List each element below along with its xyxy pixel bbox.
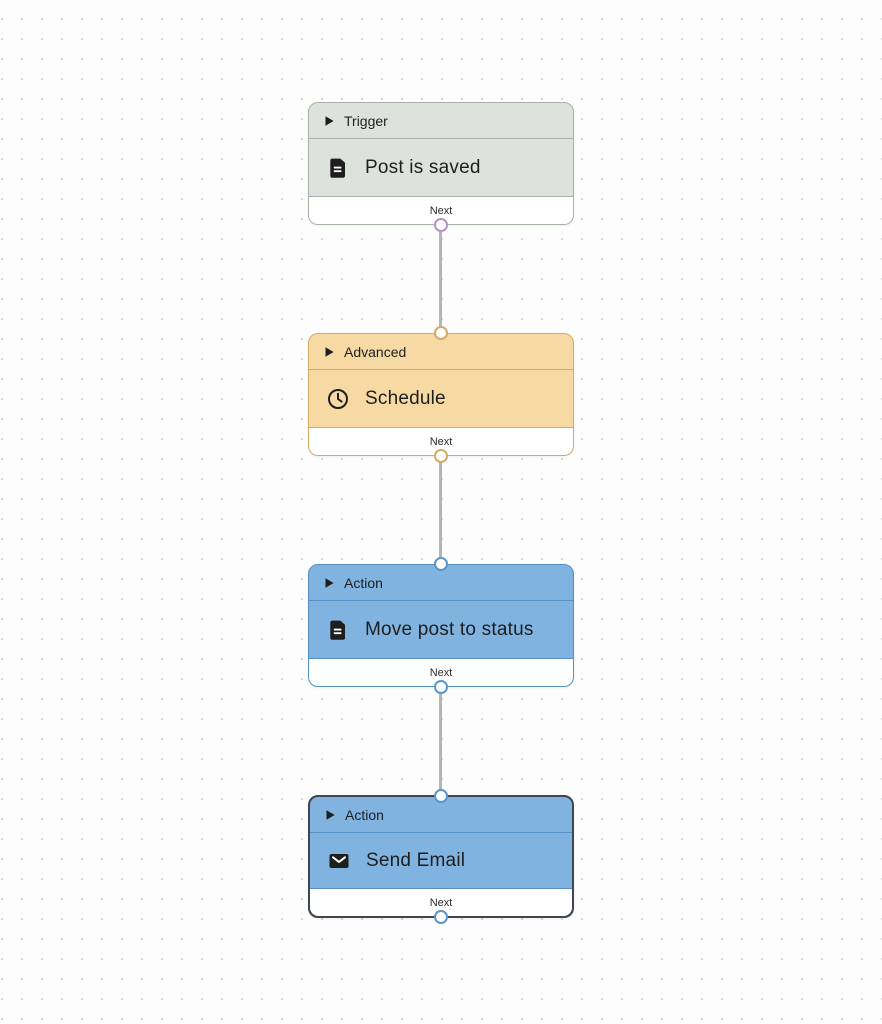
workflow-node-move-post[interactable]: Action Move post to status Next [308, 557, 574, 694]
node-body: Post is saved [309, 139, 573, 196]
input-handle[interactable] [434, 326, 448, 340]
node-body: Send Email [310, 833, 572, 888]
node-category-label: Action [344, 574, 383, 591]
node-category-label: Action [345, 806, 384, 823]
node-label: Schedule [365, 387, 446, 409]
next-output-label: Next [429, 896, 453, 909]
next-output-label: Next [429, 435, 453, 448]
node-label: Send Email [366, 849, 466, 871]
collapse-triangle-icon[interactable] [325, 115, 334, 126]
next-output-label: Next [429, 666, 453, 679]
edge-trigger-to-schedule[interactable] [439, 225, 442, 333]
input-handle[interactable] [434, 557, 448, 571]
collapse-triangle-icon[interactable] [326, 809, 335, 820]
node-body: Schedule [309, 370, 573, 427]
node-header[interactable]: Advanced [309, 334, 573, 370]
node-category-label: Trigger [344, 112, 388, 129]
node-header[interactable]: Action [309, 565, 573, 601]
next-output-label: Next [429, 204, 453, 217]
output-handle[interactable] [434, 910, 448, 924]
output-handle[interactable] [434, 449, 448, 463]
workflow-node-send-email[interactable]: Action Send Email Next [308, 789, 574, 924]
envelope-icon [327, 849, 351, 873]
output-handle[interactable] [434, 218, 448, 232]
node-label: Move post to status [365, 618, 534, 640]
document-icon [326, 618, 350, 642]
edge-move-post-to-send-email[interactable] [439, 687, 442, 795]
input-handle[interactable] [434, 789, 448, 803]
node-footer: Next [309, 658, 573, 686]
collapse-triangle-icon[interactable] [325, 346, 334, 357]
clock-icon [326, 387, 350, 411]
node-header[interactable]: Trigger [309, 103, 573, 139]
workflow-node-trigger[interactable]: Trigger Post is saved Next [308, 102, 574, 232]
node-label: Post is saved [365, 156, 481, 178]
output-handle[interactable] [434, 680, 448, 694]
node-header[interactable]: Action [310, 797, 572, 833]
node-category-label: Advanced [344, 343, 407, 360]
edge-schedule-to-move-post[interactable] [439, 456, 442, 564]
workflow-node-schedule[interactable]: Advanced Schedule Next [308, 326, 574, 463]
node-body: Move post to status [309, 601, 573, 658]
collapse-triangle-icon[interactable] [325, 577, 334, 588]
document-icon [326, 156, 350, 180]
